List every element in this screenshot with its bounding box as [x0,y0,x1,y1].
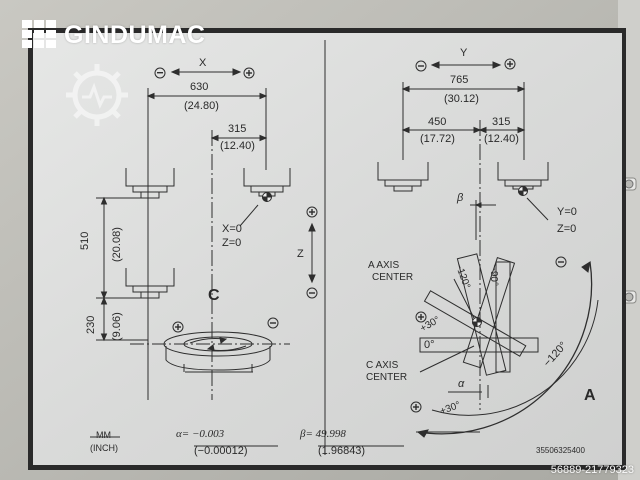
y-zero: Y=0 [557,206,577,218]
c-axis-label: C [208,287,220,304]
dim-450: 450 [428,116,447,128]
dim-450-inch: (17.72) [420,133,455,145]
dim-630: 630 [190,81,209,93]
dim-230: 230 [85,315,97,334]
unit-mm: MM [96,430,111,440]
c-axis-center-line1: C AXIS [366,360,399,371]
beta-value: β= 49.998 [300,428,346,440]
alpha-label: α [458,378,465,390]
watermark-id: 56889-21779323 [550,464,634,476]
plate-number: 35506325400 [536,446,585,455]
dim-230-inch: (9.06) [111,312,123,341]
a-axis-center-line2: CENTER [372,272,414,283]
unit-inch: (INCH) [90,443,118,453]
y-axis-label: Y [460,47,468,59]
dim-765-inch: (30.12) [444,93,479,105]
dim-315-left-inch: (12.40) [220,140,255,152]
brand-grid-icon [22,20,56,48]
a-axis-label: A [584,387,596,404]
z-zero-right: Z=0 [557,223,577,235]
dim-315-right-inch: (12.40) [484,133,519,145]
zero-deg-label: 0° [424,339,435,351]
deg-minus90: −90° [488,265,499,286]
alpha-value: α= −0.003 [176,428,225,440]
a-axis-center-line1: A AXIS [368,260,400,271]
brand-name: GINDUMAC [64,20,206,49]
dim-765: 765 [450,74,469,86]
gear-watermark-icon [66,64,128,126]
dim-510-inch: (20.08) [111,227,123,262]
z-axis-label: Z [297,248,304,260]
x-zero: X=0 [222,223,242,235]
beta-label: β [457,192,464,204]
x-axis-label: X [199,57,207,69]
brand-logo: GINDUMAC [22,18,206,52]
dim-315-right: 315 [492,116,511,128]
dim-630-inch: (24.80) [184,100,219,112]
z-zero-left: Z=0 [222,237,242,249]
beta-value-inch: (1.96843) [318,445,366,457]
dim-510: 510 [79,231,91,250]
dim-315-left: 315 [228,123,247,135]
c-axis-center-line2: CENTER [366,372,408,383]
alpha-value-inch: (−0.00012) [194,445,248,457]
